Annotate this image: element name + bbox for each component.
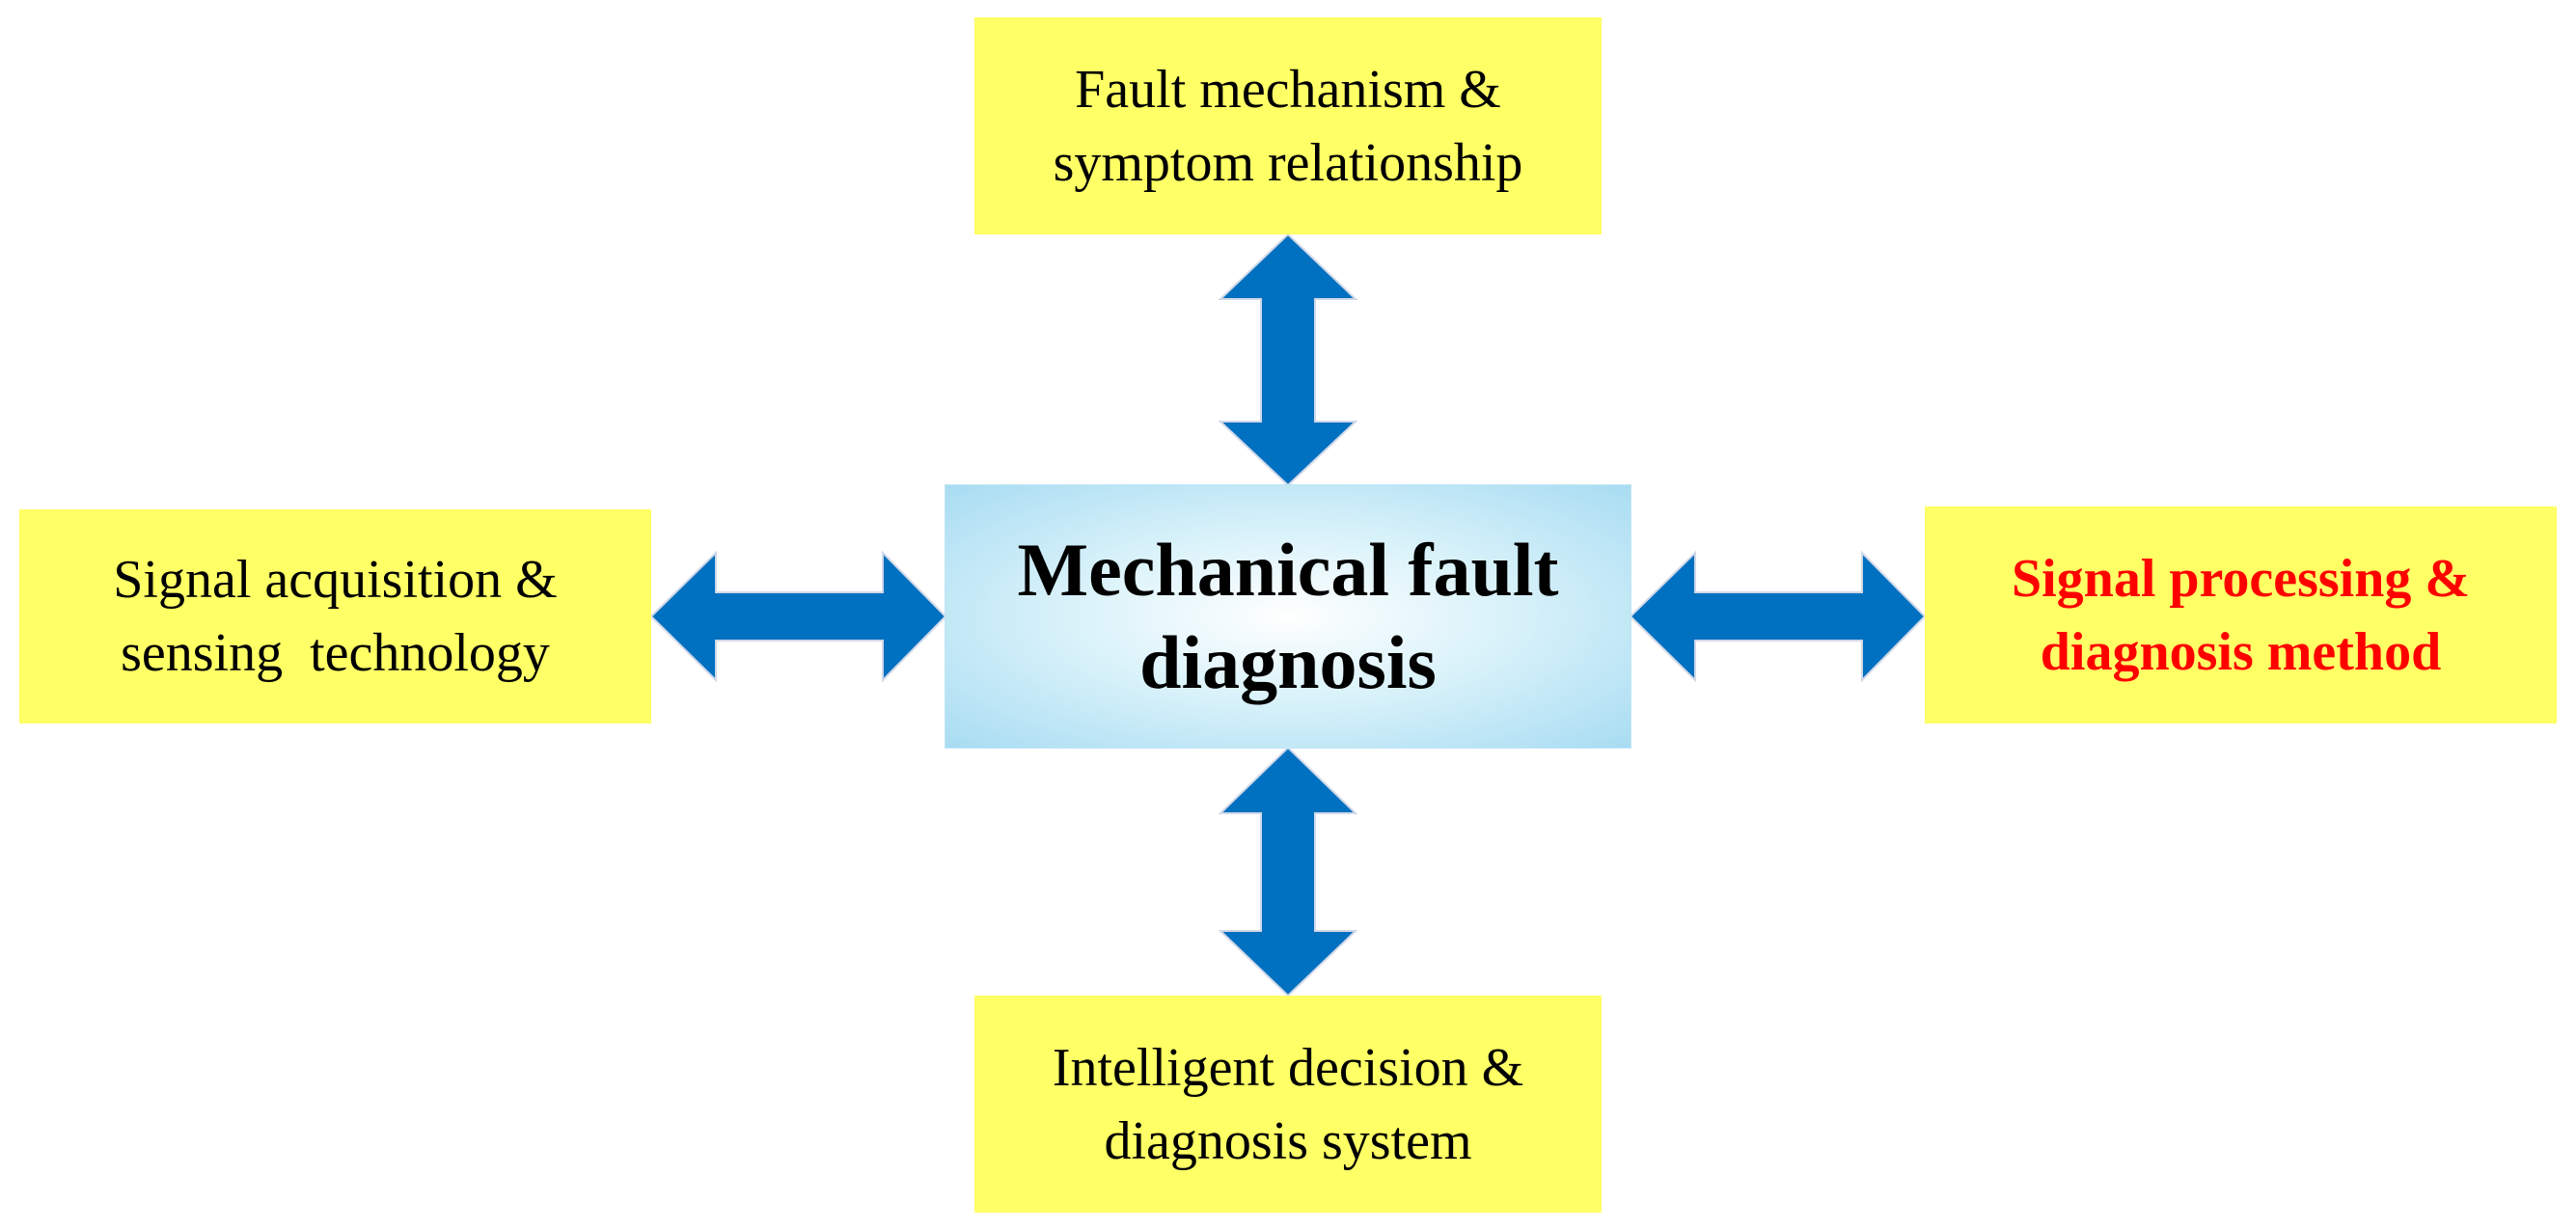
node-label-line: Signal processing & [2011, 548, 2471, 609]
node-label-line: Signal acquisition & [113, 550, 558, 610]
node-label-line: diagnosis method [2040, 621, 2442, 682]
node-label-line: symptom relationship [1053, 132, 1523, 193]
arrow-center-to-left [649, 550, 947, 683]
arrow-center-to-bottom [1218, 746, 1358, 998]
node-label-line: Fault mechanism & [1075, 59, 1501, 120]
node-label-line: Intelligent decision & [1052, 1037, 1524, 1098]
node-label-line: sensing technology [121, 623, 550, 683]
node-signal-processing: Signal processing & diagnosis method [1925, 506, 2557, 724]
node-label-line: diagnosis system [1104, 1110, 1472, 1171]
arrow-center-to-right [1629, 550, 1927, 683]
arrow-center-to-top [1218, 232, 1358, 487]
node-intelligent-decision: Intelligent decision & diagnosis system [974, 996, 1602, 1213]
center-label-line: Mechanical fault [1017, 528, 1559, 612]
node-signal-acquisition: Signal acquisition & sensing technology [19, 509, 651, 724]
center-label-line: diagnosis [1139, 620, 1437, 704]
node-mechanical-fault-diagnosis: Mechanical fault diagnosis [945, 485, 1631, 748]
node-fault-mechanism: Fault mechanism & symptom relationship [974, 17, 1602, 234]
